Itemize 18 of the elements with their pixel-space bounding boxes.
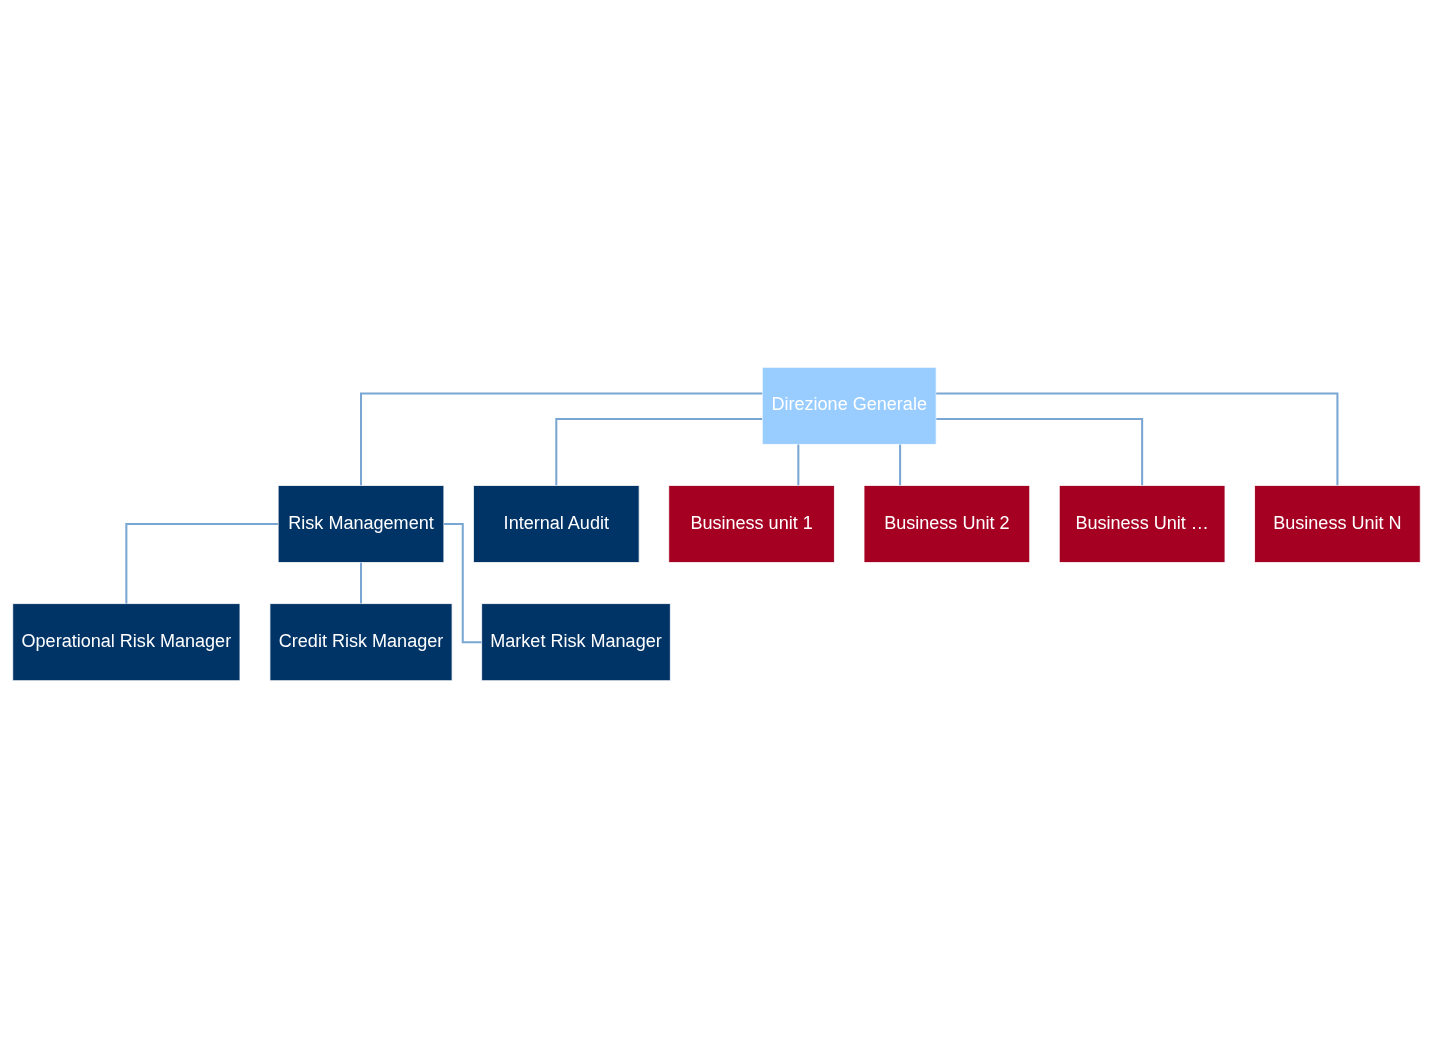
connector [899,444,902,485]
connector [797,444,800,485]
connector [936,392,1339,485]
node-box: Business unit 1 [668,484,835,563]
node-box: Business Unit 2 [863,484,1031,563]
connector [125,522,278,603]
node-box: Business Unit N [1254,484,1421,563]
node-box: Operational Risk Manager [12,602,241,681]
connector [360,562,363,603]
node-box: Risk Management [277,484,445,563]
connector [936,417,1144,485]
node-box: Market Risk Manager [481,602,671,681]
node-box: Direzione Generale [761,366,937,445]
node-box: Internal Audit [473,484,640,563]
connector [555,417,763,485]
node-box: Credit Risk Manager [269,602,453,681]
node-box: Business Unit … [1058,484,1226,563]
connector [360,392,763,485]
